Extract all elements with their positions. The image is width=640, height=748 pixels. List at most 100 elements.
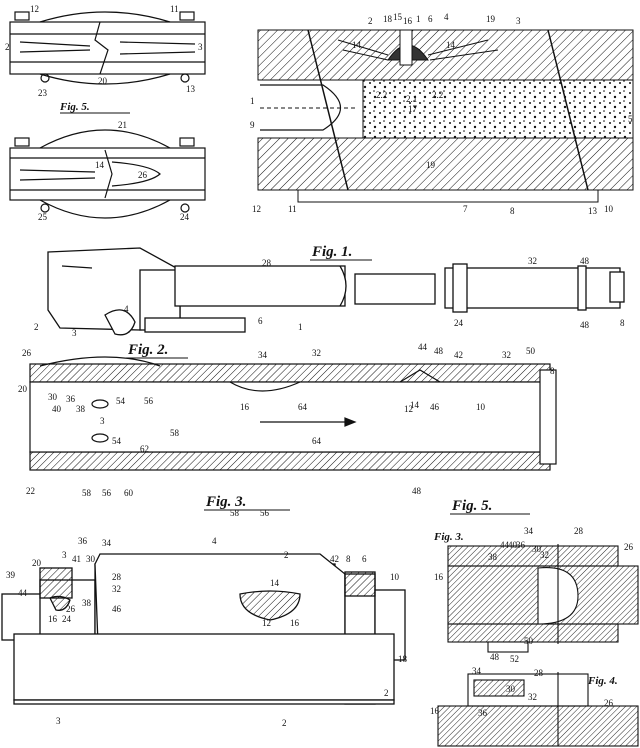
- label: 11: [170, 4, 179, 14]
- label: 50: [524, 636, 534, 646]
- label: 11: [288, 204, 297, 214]
- panel-d-drawing: 36 34 20 3 41 30 2 4 42 8 6 10 39 44 28 …: [1, 536, 408, 728]
- label: 32: [312, 348, 321, 358]
- panel-f-labels: 34 28 30 32 36 16 26: [430, 666, 614, 718]
- label: 54: [112, 436, 122, 446]
- label: 20: [18, 384, 28, 394]
- label: 6: [258, 316, 263, 326]
- label: 9: [250, 120, 255, 130]
- label: 50: [526, 346, 536, 356]
- label: 6: [428, 14, 433, 24]
- label: 48: [434, 346, 444, 356]
- label: 58: [230, 508, 240, 518]
- label: 26: [66, 604, 76, 614]
- panel-a-labels: 12 11 13 2 3 20 21 23 25 24 26 14: [5, 4, 203, 222]
- label: 12: [262, 618, 271, 628]
- label: 16: [240, 402, 250, 412]
- label: 56: [260, 508, 270, 518]
- label: 18: [398, 654, 408, 664]
- label: 36: [78, 536, 88, 546]
- label: 13: [588, 206, 598, 216]
- label: 13: [186, 84, 196, 94]
- label: 20: [32, 558, 42, 568]
- label: 2.2: [376, 90, 387, 100]
- label: 38: [488, 552, 498, 562]
- label: 58: [82, 488, 92, 498]
- label: 28: [262, 258, 272, 268]
- label: 2: [34, 322, 39, 332]
- label: 34: [258, 350, 268, 360]
- panel-a-drawing: Fig. 5. 12 11 13 2 3 20 21 23 25 24: [5, 4, 206, 222]
- label: 25: [38, 212, 48, 222]
- label: 16: [403, 16, 413, 26]
- label: 5: [628, 114, 633, 124]
- label: 14: [446, 40, 456, 50]
- label: 24: [180, 212, 190, 222]
- label: 46: [112, 604, 122, 614]
- label: 4: [212, 536, 217, 546]
- label: 28: [112, 572, 122, 582]
- label: 28: [574, 526, 584, 536]
- label: 64: [312, 436, 322, 446]
- label: 10: [604, 204, 614, 214]
- fig2-caption: Fig. 2.: [127, 342, 168, 358]
- label: 16: [48, 614, 58, 624]
- label: 3: [72, 328, 77, 338]
- label: 46: [430, 402, 440, 412]
- label: 40: [508, 540, 518, 550]
- panel-f-caption: Fig. 4.: [587, 675, 618, 687]
- label: 22: [26, 486, 35, 496]
- label: 48: [412, 486, 422, 496]
- label: 41: [72, 554, 81, 564]
- label: 8: [550, 366, 555, 376]
- panel-fig5-small: Fig. 5. 12 11 13 2 3 20 21 23 25 24: [0, 0, 210, 228]
- label: 30: [48, 392, 58, 402]
- label: 2.1: [406, 94, 417, 104]
- label: 2: [5, 42, 10, 52]
- label: 52: [510, 654, 519, 664]
- label: 32: [540, 550, 549, 560]
- label: 62: [140, 444, 149, 454]
- label: 26: [138, 170, 148, 180]
- label: 2: [368, 16, 373, 26]
- panel-a-caption: Fig. 5.: [59, 101, 90, 113]
- label: 17: [408, 104, 418, 114]
- panel-e-drawing: Fig. 3. 34 28 26 44 40 36 30 38 32 16 50…: [433, 526, 639, 664]
- label: 40: [52, 404, 62, 414]
- label: 16: [290, 618, 300, 628]
- fig5-caption: Fig. 5.: [451, 498, 492, 514]
- label: 3: [516, 16, 521, 26]
- label: 48: [580, 320, 590, 330]
- panel-c-drawing: Fig. 1. 28 32 48 2 3 4 6 1 24 4: [18, 244, 625, 518]
- label: 19: [426, 160, 436, 170]
- label: 4: [124, 304, 129, 314]
- label: 23: [38, 88, 48, 98]
- label: 56: [144, 396, 154, 406]
- panel-c-fig3-labels: 26 34 32 44 48 42 32 50 8 20 30 36 40 38…: [18, 342, 555, 518]
- label: 8: [620, 318, 625, 328]
- label: 3: [62, 550, 67, 560]
- label: 34: [472, 666, 482, 676]
- panel-c-fig1-labels: 28 32 48 2 3 4 6 1 24 48 8: [34, 256, 625, 338]
- label: 8: [346, 554, 351, 564]
- label: 56: [102, 488, 112, 498]
- panel-e-caption: Fig. 3.: [433, 531, 464, 543]
- label: 44: [418, 342, 428, 352]
- label: 3: [198, 42, 203, 52]
- label: 64: [298, 402, 308, 412]
- label: 14: [410, 400, 420, 410]
- label: 26: [624, 542, 634, 552]
- label: 38: [82, 598, 92, 608]
- label: 24: [454, 318, 464, 328]
- label: 32: [502, 350, 511, 360]
- label: 19: [486, 14, 496, 24]
- label: 58: [170, 428, 180, 438]
- label: 48: [490, 652, 500, 662]
- label: 12: [30, 4, 39, 14]
- label: 12: [404, 404, 413, 414]
- label: 3: [56, 716, 61, 726]
- label: 28: [534, 668, 544, 678]
- label: 6: [362, 554, 367, 564]
- label: 1: [250, 96, 255, 106]
- label: 30: [86, 554, 96, 564]
